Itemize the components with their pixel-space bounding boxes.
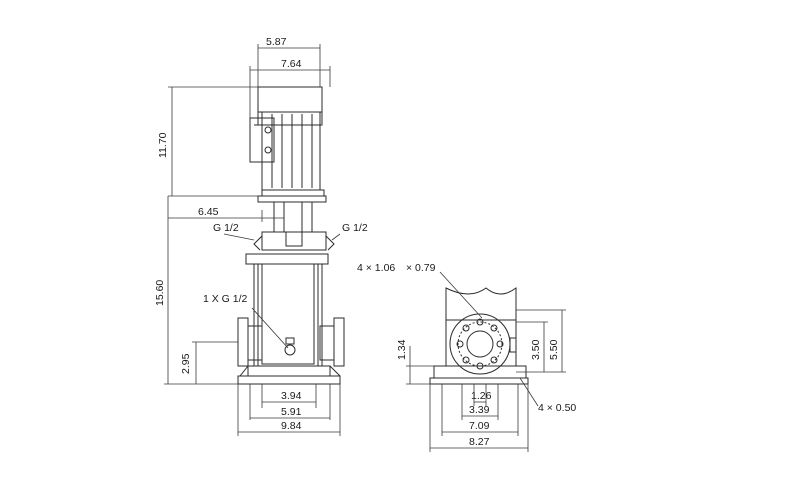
dim-motor-height: 11.70 [157,132,169,159]
motor-flange [262,190,324,196]
dim-pcd-inner: 1.26 [471,390,492,402]
dim-bolt-holes: 4 × 1.06 [357,262,396,274]
dim-foot-height: 1.34 [396,339,408,360]
pump-top-plate [246,254,328,264]
front-view-dimensions [164,44,340,436]
dim-flange-width: 6.45 [198,206,219,218]
dim-overall-width: 8.27 [469,436,490,448]
dim-base-mid: 5.91 [281,406,302,418]
terminal-box [250,118,274,162]
dim-drain: 1 X G 1/2 [203,293,248,305]
motor-fan-cover [258,87,322,125]
dim-pump-height: 15.60 [154,279,166,306]
dim-flange-h1: 3.50 [530,339,542,360]
dim-bolt-holes-b: × 0.79 [406,262,436,274]
dim-base-inner: 3.94 [281,390,302,402]
side-flange-inner [467,331,493,357]
dim-inlet-height: 2.95 [180,353,192,374]
dim-base-outer: 9.84 [281,420,302,432]
coupling [284,202,302,232]
dim-pcd-outer: 3.39 [469,404,490,416]
dim-flange-h2: 5.50 [548,339,560,360]
dim-port-right: G 1/2 [342,222,368,234]
pump-base [248,366,330,376]
outlet-flange [334,318,344,366]
dim-slot: 4 × 0.50 [538,402,577,414]
side-flange-outer [450,314,510,374]
drain-plug [285,345,295,355]
side-base [434,366,526,378]
inlet-flange [238,318,248,366]
pump-sleeve [262,264,314,364]
side-view-dimensions [406,272,566,452]
side-view-pump [430,288,528,384]
dim-foot-span: 7.09 [469,420,490,432]
dim-motor-width: 7.64 [281,58,302,70]
front-view-pump [238,87,344,384]
dim-port-left: G 1/2 [213,222,239,234]
dim-motor-width-top: 5.87 [266,36,287,48]
